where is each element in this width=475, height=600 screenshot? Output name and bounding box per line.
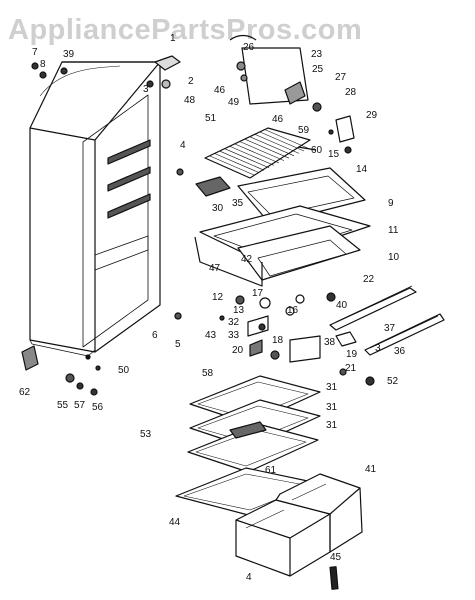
- callout-58: 58: [202, 368, 214, 379]
- callout-17: 17: [252, 288, 264, 299]
- callout-8: 8: [40, 59, 46, 70]
- callout-3: 3: [143, 84, 149, 95]
- callout-62: 62: [19, 387, 31, 398]
- callout-46: 46: [272, 114, 284, 125]
- callout-5: 5: [175, 339, 181, 350]
- callout-20: 20: [232, 345, 244, 356]
- callout-53: 53: [140, 429, 152, 440]
- callout-12: 12: [212, 292, 224, 303]
- evaporator-cover-panel: [229, 34, 355, 154]
- callout-60: 60: [311, 145, 323, 156]
- shelf-wire: [224, 148, 270, 169]
- callout-36: 36: [394, 346, 406, 357]
- callout-55: 55: [57, 400, 69, 411]
- callout-29: 29: [366, 110, 378, 121]
- callout-49: 49: [228, 97, 240, 108]
- callout-31: 31: [326, 420, 338, 431]
- shelf-wire: [209, 155, 255, 176]
- callout-50: 50: [118, 365, 130, 376]
- shelf-wire: [234, 143, 280, 164]
- callout-57: 57: [74, 400, 86, 411]
- watermark: AppliancePartsPros.com: [8, 14, 363, 46]
- freezer-wire-shelf: [176, 127, 317, 179]
- callout-52: 52: [387, 376, 399, 387]
- callout-38: 38: [324, 337, 336, 348]
- callout-40: 40: [336, 300, 348, 311]
- shelf-wire: [229, 146, 275, 166]
- callout-6: 6: [152, 330, 158, 341]
- callout-4: 4: [246, 572, 252, 583]
- callout-32: 32: [228, 317, 240, 328]
- shelf-wire: [254, 134, 300, 154]
- callout-21: 21: [345, 363, 357, 374]
- shelf-wire: [239, 141, 285, 161]
- callout-4: 4: [180, 140, 186, 151]
- callout-33: 33: [228, 330, 240, 341]
- callout-45: 45: [330, 552, 342, 563]
- callout-7: 7: [32, 47, 38, 58]
- crisper-rails: [329, 285, 445, 356]
- callout-23: 23: [311, 49, 323, 60]
- callout-16: 16: [287, 305, 299, 316]
- callout-51: 51: [205, 113, 217, 124]
- callout-31: 31: [326, 382, 338, 393]
- callout-43: 43: [205, 330, 217, 341]
- shelf-wire: [249, 136, 295, 157]
- shelf-wire: [219, 150, 265, 171]
- callout-10: 10: [388, 252, 400, 263]
- glass-shelves: [175, 375, 323, 517]
- callout-26: 26: [243, 42, 255, 53]
- callout-14: 14: [356, 164, 368, 175]
- callout-22: 22: [363, 274, 375, 285]
- callout-39: 39: [63, 49, 75, 60]
- callout-31: 31: [326, 402, 338, 413]
- callout-9: 9: [388, 198, 394, 209]
- callout-2: 2: [188, 76, 194, 87]
- callout-41: 41: [365, 464, 377, 475]
- shelf-wire: [264, 129, 310, 149]
- bottom-parts: [21, 312, 182, 396]
- callout-3: 3: [375, 343, 381, 354]
- callout-13: 13: [233, 305, 245, 316]
- top-hinge: [31, 55, 181, 89]
- callout-46: 46: [214, 85, 226, 96]
- callout-15: 15: [328, 149, 340, 160]
- callout-28: 28: [345, 87, 357, 98]
- shelf-wire: [214, 153, 260, 173]
- crisper-drawers: [235, 473, 363, 590]
- callout-44: 44: [169, 517, 181, 528]
- freezer-floor-assembly: [194, 167, 371, 287]
- shelf-wire: [244, 138, 290, 159]
- callout-35: 35: [232, 198, 244, 209]
- callout-18: 18: [272, 335, 284, 346]
- callout-61: 61: [265, 465, 277, 476]
- callout-11: 11: [388, 225, 399, 236]
- callout-47: 47: [209, 263, 221, 274]
- callout-48: 48: [184, 95, 196, 106]
- callout-30: 30: [212, 203, 224, 214]
- callout-27: 27: [335, 72, 347, 83]
- ice-tray: [195, 176, 231, 197]
- callout-25: 25: [312, 64, 324, 75]
- callout-42: 42: [241, 254, 253, 265]
- callout-59: 59: [298, 125, 310, 136]
- shelf-wire: [259, 131, 305, 152]
- callout-56: 56: [92, 402, 104, 413]
- callout-37: 37: [384, 323, 396, 334]
- control-parts: [146, 80, 375, 386]
- callout-1: 1: [170, 33, 176, 44]
- callout-19: 19: [346, 349, 358, 360]
- refrigerator-cabinet: [29, 61, 161, 360]
